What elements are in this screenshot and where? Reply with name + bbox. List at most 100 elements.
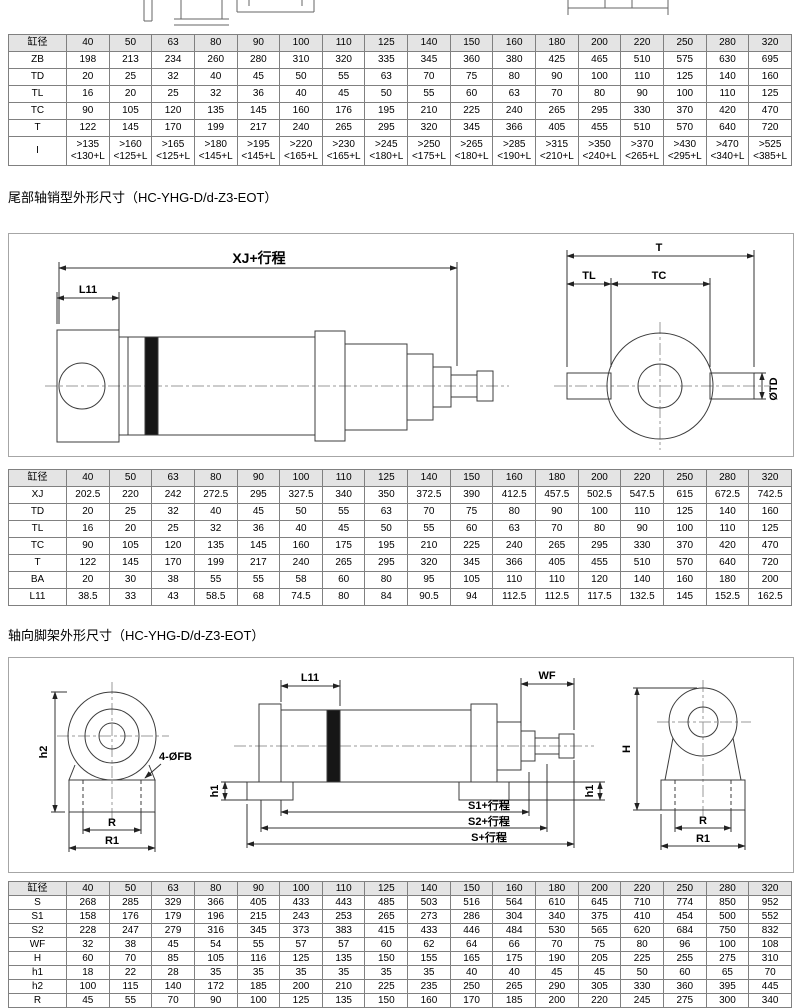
row-label: h1 xyxy=(8,965,67,980)
row-label: TL xyxy=(8,520,67,538)
value-cell: 160 xyxy=(492,469,537,487)
value-cell: 433 xyxy=(279,895,323,910)
value-cell: 70 xyxy=(407,68,451,86)
value-cell: 100 xyxy=(662,85,707,103)
value-cell: 265 xyxy=(535,102,579,120)
value-cell: 179 xyxy=(151,909,195,924)
value-cell: 115 xyxy=(108,979,153,994)
value-cell: 110 xyxy=(705,85,750,103)
value-cell: 63 xyxy=(364,503,409,521)
value-cell: 140 xyxy=(705,503,750,521)
value-cell: 16 xyxy=(66,520,110,538)
value-cell: 40 xyxy=(66,469,110,487)
value-cell: 110 xyxy=(321,34,366,52)
value-cell: 350 xyxy=(364,486,409,504)
value-cell: >315 <210+L xyxy=(535,136,579,166)
value-cell: 145 xyxy=(108,554,153,572)
value-cell: 195 xyxy=(364,537,409,555)
value-cell: 38 xyxy=(151,571,195,589)
value-cell: >350 <240+L xyxy=(577,136,622,166)
value-cell: 640 xyxy=(705,119,750,137)
value-cell: >430 <295+L xyxy=(662,136,707,166)
trunnion-pin-right xyxy=(709,372,755,400)
value-cell: 160 xyxy=(279,102,323,120)
value-cell: 250 xyxy=(449,979,494,994)
value-cell: 268 xyxy=(66,895,110,910)
dim-label-l11: L11 xyxy=(79,284,97,296)
seal-band xyxy=(144,336,159,436)
right-bracket-end-view xyxy=(657,680,751,816)
value-cell: 57 xyxy=(279,937,323,952)
value-cell: 63 xyxy=(364,68,409,86)
value-cell: 280 xyxy=(705,881,750,896)
value-cell: 742.5 xyxy=(748,486,792,504)
value-cell: 195 xyxy=(364,102,409,120)
value-cell: 90 xyxy=(66,102,110,120)
value-cell: 70 xyxy=(108,951,153,966)
value-cell: 552 xyxy=(748,909,792,924)
rod-end xyxy=(476,370,494,402)
value-cell: 150 xyxy=(449,881,494,896)
value-cell: 280 xyxy=(705,469,750,487)
value-cell: 530 xyxy=(535,923,579,938)
value-cell: 320 xyxy=(748,469,792,487)
value-cell: 455 xyxy=(577,554,622,572)
value-cell: 63 xyxy=(151,469,195,487)
value-cell: 110 xyxy=(321,469,366,487)
value-cell: 335 xyxy=(364,51,409,69)
pin-hole xyxy=(58,362,106,410)
row-label: S1 xyxy=(8,909,67,924)
value-cell: 22 xyxy=(108,965,153,980)
value-cell: 345 xyxy=(449,554,494,572)
value-cell: 360 xyxy=(662,979,707,994)
seal-band xyxy=(326,709,341,783)
value-cell: 65 xyxy=(705,965,750,980)
trunnion-pin-left xyxy=(566,372,612,400)
value-cell: 433 xyxy=(407,923,451,938)
value-cell: 50 xyxy=(364,520,409,538)
value-cell: 150 xyxy=(449,469,494,487)
value-cell: 20 xyxy=(108,520,153,538)
value-cell: 36 xyxy=(236,85,281,103)
value-cell: 90 xyxy=(193,993,238,1008)
value-cell: 32 xyxy=(151,503,195,521)
value-cell: 470 xyxy=(748,102,792,120)
front-flange xyxy=(470,703,498,783)
value-cell: 366 xyxy=(193,895,238,910)
bracket-outer-circle xyxy=(668,687,738,757)
value-cell: >245 <180+L xyxy=(364,136,409,166)
row-label: S2 xyxy=(8,923,67,938)
cropped-diagram-fragment xyxy=(143,0,669,26)
value-cell: 100 xyxy=(705,937,750,952)
value-cell: 35 xyxy=(236,965,281,980)
dim-label-r1-right: R1 xyxy=(696,833,710,845)
foot-mount-diagram-box: h2 4-ØFB R R1 xyxy=(8,657,794,873)
value-cell: 50 xyxy=(108,469,153,487)
value-cell: 200 xyxy=(279,979,323,994)
value-cell: 125 xyxy=(279,951,323,966)
cylinder-side-view xyxy=(45,329,509,443)
value-cell: 85 xyxy=(151,951,195,966)
value-cell: 253 xyxy=(321,909,366,924)
value-cell: 140 xyxy=(407,881,451,896)
value-cell: 330 xyxy=(620,979,664,994)
dim-label-r-left: R xyxy=(108,817,116,829)
value-cell: 80 xyxy=(577,85,622,103)
value-cell: 108 xyxy=(748,937,792,952)
dim-label-s1-stroke: S1+行程 xyxy=(468,798,510,812)
dim-label-wf: WF xyxy=(538,670,555,682)
value-cell: 90 xyxy=(620,520,664,538)
value-cell: 175 xyxy=(492,951,537,966)
value-cell: 120 xyxy=(577,571,622,589)
row-label: R xyxy=(8,993,67,1008)
value-cell: >525 <385+L xyxy=(748,136,792,166)
value-cell: 25 xyxy=(108,68,153,86)
row-label: 缸径 xyxy=(8,34,67,52)
value-cell: >230 <165+L xyxy=(321,136,366,166)
cylinder-side-view xyxy=(234,703,594,801)
value-cell: 242 xyxy=(151,486,195,504)
